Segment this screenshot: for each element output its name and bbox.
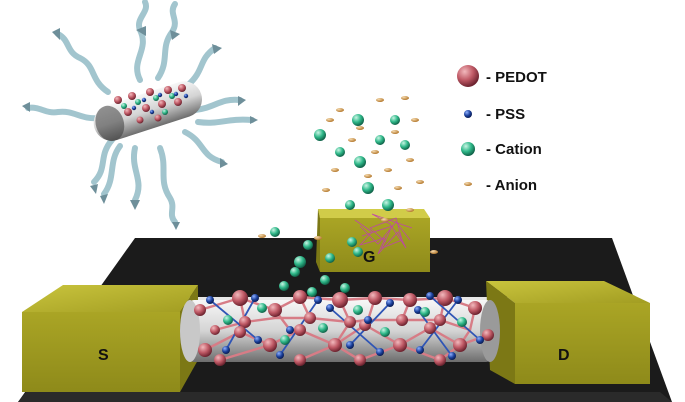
pedot-legend-marker: [457, 65, 479, 87]
drain-label: D: [558, 347, 570, 364]
gate-electrode: [316, 209, 430, 272]
legend-item-pedot: - PEDOT: [457, 65, 547, 87]
cation-legend-label: - Cation: [486, 141, 542, 158]
cation-spheres-electrolyte: [270, 114, 410, 297]
anion-legend-label: - Anion: [486, 177, 537, 194]
gate-label: G: [363, 249, 375, 266]
anion-legend-marker: [464, 182, 472, 186]
pss-legend-marker: [464, 110, 472, 118]
pss-legend-label: - PSS: [486, 106, 525, 123]
anion-spheres-electrolyte: [258, 96, 438, 254]
legend: - PEDOT - PSS - Cation - Anion: [457, 65, 547, 194]
legend-item-anion: - Anion: [464, 177, 537, 194]
source-label: S: [98, 347, 109, 364]
legend-item-cation: - Cation: [461, 141, 542, 158]
legend-item-pss: - PSS: [464, 106, 525, 123]
cation-spheres-channel: [223, 283, 467, 345]
pedot-pss-rod: [22, 0, 258, 230]
pedot-spheres-channel: [194, 290, 494, 366]
pedot-legend-label: - PEDOT: [486, 69, 547, 86]
drain-electrode: [486, 281, 650, 384]
gate-polymer: [354, 213, 413, 255]
source-electrode: [22, 285, 198, 392]
cation-legend-marker: [461, 142, 475, 156]
pss-spheres-channel: [206, 292, 484, 360]
substrate-edge: [18, 392, 672, 402]
